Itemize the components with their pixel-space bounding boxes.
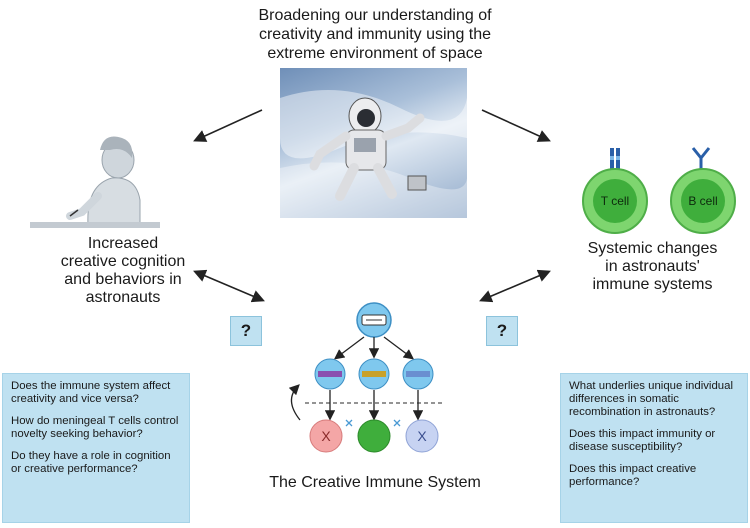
person-writing-icon	[30, 136, 160, 228]
double-arrow-right	[479, 269, 551, 303]
question-box-right: ?	[486, 316, 518, 346]
double-arrow-left	[193, 269, 265, 303]
right-question: What underlies unique individual differe…	[569, 380, 734, 418]
left-question: How do meningeal T cells control novelty…	[11, 415, 179, 440]
diagram-title: Broadening our understanding of creativi…	[258, 7, 492, 62]
b-cell-label: B cell	[681, 179, 725, 223]
astronaut-photo	[280, 68, 467, 218]
creative-immune-system-caption: The Creative Immune System	[269, 474, 481, 491]
cross-mark-red: X	[321, 428, 331, 444]
arrow-to-immune	[481, 109, 551, 142]
question-box-left: ?	[230, 316, 262, 346]
left-question: Do they have a role in cognition or crea…	[11, 450, 171, 475]
cross-mark-blue: X	[417, 428, 427, 444]
left-questions-box: Does the immune system affect creativity…	[2, 373, 190, 523]
arrow-to-creativity	[193, 109, 263, 142]
left-question: Does the immune system affect creativity…	[11, 380, 171, 405]
t-cell-receptor-icon	[610, 148, 620, 170]
right-question: Does this impact creative performance?	[569, 463, 697, 488]
right-questions-box: What underlies unique individual differe…	[560, 373, 748, 523]
t-cell-label: T cell	[593, 179, 637, 223]
creativity-heading: Increased creative cognition and behavio…	[60, 235, 186, 306]
b-cell: B cell	[670, 168, 736, 234]
right-question: Does this impact immunity or disease sus…	[569, 428, 716, 453]
immune-lineage-diagram	[288, 302, 445, 453]
t-cell: T cell	[582, 168, 648, 234]
b-cell-receptor-icon	[691, 147, 711, 170]
immune-heading: Systemic changes in astronauts' immune s…	[587, 240, 718, 293]
astronaut-illustration	[280, 90, 467, 218]
